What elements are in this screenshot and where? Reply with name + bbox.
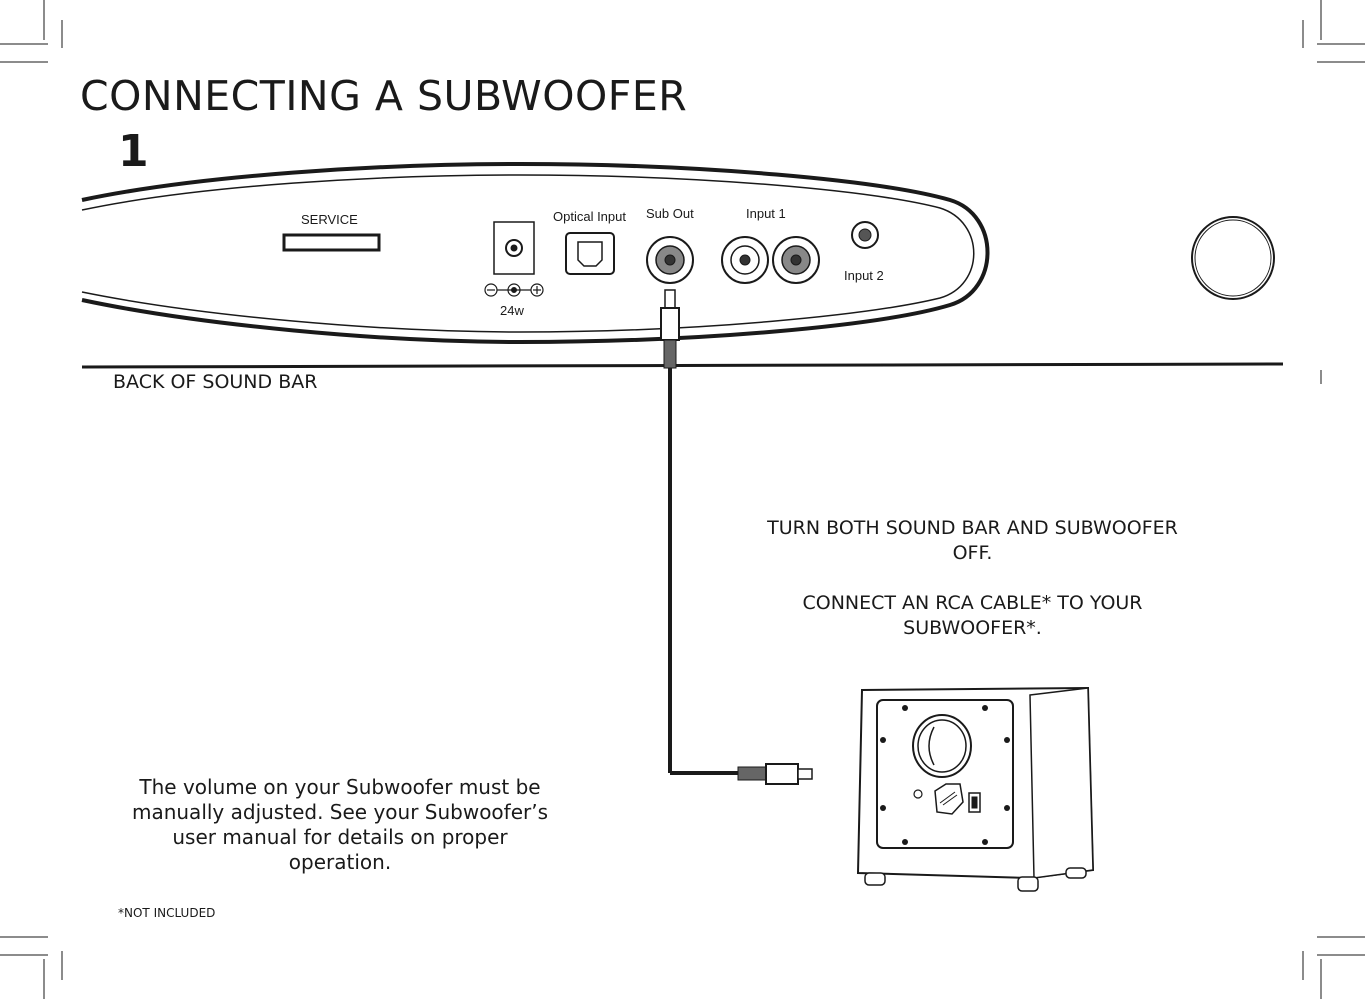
soundbar-back-panel	[81, 161, 1284, 369]
subwoofer	[856, 686, 1095, 892]
page-title: CONNECTING A SUBWOOFER	[80, 72, 688, 120]
volume-note: The volume on your Subwoofer must be man…	[131, 775, 549, 874]
optical-input-label: Optical Input	[553, 209, 626, 224]
service-label: SERVICE	[301, 212, 358, 227]
power-cord-socket-icon	[934, 783, 964, 815]
polarity-icon	[484, 283, 544, 297]
input2-label: Input 2	[844, 268, 884, 283]
footnote: *NOT INCLUDED	[118, 906, 216, 920]
input1-rca-jacks	[721, 236, 820, 284]
instruction-turn-off: TURN BOTH SOUND BAR AND SUBWOOFER OFF.	[767, 517, 1178, 564]
step-number: 1	[118, 126, 149, 177]
input1-label: Input 1	[746, 206, 786, 221]
side-knob	[1191, 216, 1275, 300]
back-of-sound-bar-caption: BACK OF SOUND BAR	[113, 371, 318, 393]
instruction-connect-cable: CONNECT AN RCA CABLE* TO YOUR SUBWOOFER*…	[802, 592, 1143, 639]
sub-out-label: Sub Out	[646, 206, 694, 221]
power-switch-icon	[968, 792, 981, 813]
power-rating-label: 24w	[500, 303, 524, 318]
optical-input-port	[565, 232, 615, 275]
input2-aux-jack	[851, 221, 879, 249]
rca-cable	[660, 289, 813, 785]
dc-power-jack	[484, 221, 544, 297]
sub-out-rca-jack	[646, 236, 694, 284]
speaker-port-icon	[912, 714, 972, 778]
service-port	[282, 233, 381, 252]
